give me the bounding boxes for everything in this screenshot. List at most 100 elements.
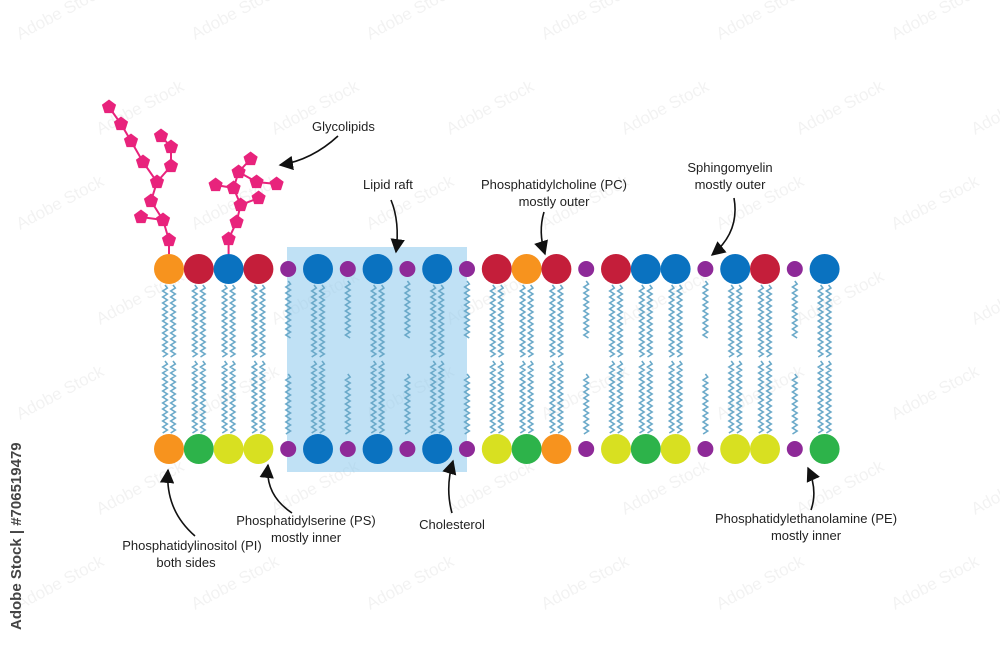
cholesterol-head (786, 261, 803, 277)
sugar-unit (133, 209, 149, 224)
pe-tail (518, 360, 527, 434)
ps-tail (608, 360, 616, 434)
arrow-sm (710, 197, 736, 256)
cholesterol-head (339, 261, 356, 277)
sm-tail (377, 284, 386, 358)
sm-tail (429, 284, 437, 358)
arrow-pe (806, 466, 820, 511)
cholesterol-head (459, 261, 475, 277)
pc-tail (199, 284, 207, 358)
sm-tail (735, 284, 743, 358)
label-cholesterol: Cholesterol (419, 517, 485, 532)
watermark-tile: Adobe Stock (968, 456, 1000, 518)
ps-tail (250, 360, 259, 434)
pc-tail (250, 284, 259, 358)
pc-head (243, 254, 274, 284)
pc-head (750, 254, 780, 284)
arrow-cholesterol (442, 459, 457, 514)
cholesterol-head (578, 441, 595, 457)
watermark-tile: Adobe Stock (618, 456, 712, 518)
ps-head (243, 434, 274, 464)
arrow-pc (534, 211, 548, 256)
cholesterol-tail (344, 280, 352, 339)
pi-tail (556, 360, 565, 434)
label-pe-name: Phosphatidylethanolamine (PE) (715, 511, 897, 526)
cholesterol-head (786, 441, 803, 457)
sm-head (422, 254, 453, 284)
ps-tail (497, 360, 505, 434)
pi-head (541, 434, 572, 464)
pi-tail (518, 284, 527, 358)
pi-tail (169, 360, 177, 434)
cholesterol-tail (284, 280, 292, 339)
pe-head (511, 434, 542, 464)
sm-tail (220, 284, 229, 358)
sm-tail (310, 284, 318, 358)
stock-side-watermark: Adobe Stock | #706519479 (6, 430, 28, 670)
label-lipid-raft: Lipid raft (363, 177, 413, 192)
pc-tail (616, 284, 624, 358)
pc-tail (489, 284, 497, 358)
watermark-tile: Adobe Stock (793, 456, 887, 518)
cholesterol-tail (791, 373, 799, 435)
arrow-glycolipids (278, 135, 339, 171)
sm-tail (437, 360, 445, 434)
sm-head (362, 434, 393, 464)
pe-tail (199, 360, 207, 434)
stock-id-text: Adobe Stock | #706519479 (8, 442, 25, 630)
watermark-tile: Adobe Stock (93, 456, 187, 518)
cholesterol-head (399, 261, 416, 277)
sm-tail (318, 284, 326, 358)
cholesterol-tail (582, 373, 590, 435)
sm-tail (667, 284, 676, 358)
lipid-heads (154, 254, 840, 464)
ps-tail (489, 360, 497, 434)
cholesterol-head (697, 261, 714, 277)
ps-head (660, 434, 691, 464)
cholesterol-head (578, 261, 595, 277)
ps-head (750, 434, 780, 464)
ps-tail (675, 360, 684, 434)
pe-tail (816, 360, 825, 434)
cholesterol-head (459, 441, 475, 457)
sugar-unit (221, 231, 236, 246)
watermark-tile: Adobe Stock (888, 171, 982, 233)
watermark-tile: Adobe Stock (538, 0, 632, 44)
arrow-pi (159, 468, 196, 537)
watermark-tile: Adobe Stock (888, 361, 982, 423)
watermark-tile: Adobe Stock (968, 266, 1000, 328)
label-sm-name: Sphingomyelin (687, 160, 772, 175)
sm-head (362, 254, 393, 284)
label-pe-note: mostly inner (771, 528, 842, 543)
sm-head (720, 254, 751, 284)
watermark-tile: Adobe Stock (793, 76, 887, 138)
label-glycolipids: Glycolipids (312, 119, 375, 134)
sugar-unit (163, 139, 179, 154)
cholesterol-head (280, 261, 297, 277)
watermark-tile: Adobe Stock (888, 551, 982, 613)
label-sm-note: mostly outer (695, 177, 766, 192)
sm-head (809, 254, 840, 284)
ps-head (601, 434, 631, 464)
watermark-tile: Adobe Stock (793, 266, 887, 328)
pe-head (809, 434, 840, 464)
sm-tail (369, 284, 378, 358)
sm-tail (369, 360, 378, 434)
sm-tail (310, 360, 318, 434)
label-pi-name: Phosphatidylinositol (PI) (122, 538, 261, 553)
sugar-unit (161, 232, 177, 247)
pe-tail (638, 360, 646, 434)
sm-tail (727, 284, 735, 358)
watermark-tile: Adobe Stock (363, 0, 457, 44)
cholesterol-tail (701, 280, 710, 339)
pi-head (154, 254, 184, 284)
sugar-unit (123, 133, 139, 148)
label-pc-note: mostly outer (519, 194, 590, 209)
glycolipid-chains (101, 99, 284, 254)
ps-tail (258, 360, 267, 434)
watermark-tile: Adobe Stock (618, 76, 712, 138)
pc-head (183, 254, 214, 284)
sugar-unit (243, 151, 258, 166)
callout-arrows (159, 135, 820, 537)
sm-head (303, 434, 333, 464)
